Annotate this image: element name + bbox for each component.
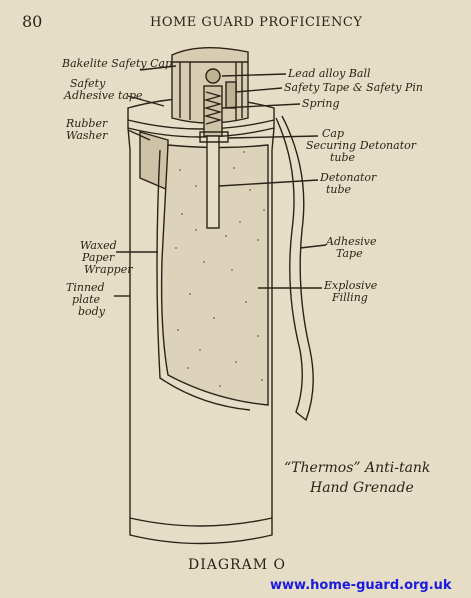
leader-rubber-washer xyxy=(127,129,151,141)
label-det-tube-1: Detonator xyxy=(320,171,377,184)
leader-bakelite xyxy=(139,65,177,71)
label-spring: Spring xyxy=(302,97,340,110)
leader-adhesive xyxy=(299,244,327,249)
label-cap-3: tube xyxy=(330,151,356,164)
label-det-tube-2: tube xyxy=(326,183,352,196)
label-lead-ball: Lead alloy Ball xyxy=(288,67,371,80)
leader-detonator xyxy=(218,179,319,187)
safety-pin xyxy=(225,81,237,109)
label-rubber-washer-2: Washer xyxy=(66,129,108,142)
leader-safety-adhesive xyxy=(127,95,165,107)
label-safety-pin: Safety Tape & Safety Pin xyxy=(284,81,423,94)
leader-cap xyxy=(227,135,319,139)
explosive-filling-area xyxy=(160,144,269,406)
label-waxed-3: Wrapper xyxy=(84,263,133,276)
leader-lead-ball xyxy=(221,73,287,77)
spring-coil xyxy=(203,91,223,125)
label-adhesive-2: Tape xyxy=(336,247,363,260)
cap-securing-detonator xyxy=(199,131,229,143)
label-adhesive-1: Adhesive xyxy=(326,235,377,248)
label-explosive-2: Filling xyxy=(332,291,368,304)
label-tinned-3: body xyxy=(78,305,105,318)
label-safety-tape-1: Safety xyxy=(70,77,106,90)
label-rubber-washer-1: Rubber xyxy=(66,117,108,130)
footer-url-link[interactable]: www.home-guard.org.uk xyxy=(270,578,452,593)
label-tinned-1: Tinned xyxy=(66,281,105,294)
running-head: HOME GUARD PROFICIENCY xyxy=(150,15,363,30)
label-waxed-2: Paper xyxy=(82,251,115,264)
body-bottom-rim xyxy=(129,517,273,527)
diagram-title: DIAGRAM O xyxy=(188,557,286,573)
label-explosive-1: Explosive xyxy=(324,279,378,292)
label-tinned-2: plate xyxy=(72,293,101,306)
label-bakelite-cap: Bakelite Safety Cap xyxy=(62,57,173,70)
rubber-washer xyxy=(139,131,169,192)
caption-line-1: “Thermos” Anti-tank xyxy=(284,460,431,476)
detonator-tube xyxy=(206,135,220,229)
label-cap-2: Securing Detonator xyxy=(306,139,417,152)
page-number: 80 xyxy=(22,12,43,31)
adhesive-tape xyxy=(275,115,314,422)
leader-safety-pin xyxy=(235,87,283,93)
tinned-body-outline xyxy=(129,150,273,545)
waxed-wrapper xyxy=(156,149,251,411)
label-safety-tape-2: Adhesive tape xyxy=(64,89,143,102)
lead-ball xyxy=(205,68,221,84)
label-cap-1: Cap xyxy=(322,127,345,140)
label-waxed-1: Waxed xyxy=(80,239,117,252)
caption-line-2: Hand Grenade xyxy=(310,480,414,496)
leader-spring xyxy=(221,103,301,109)
